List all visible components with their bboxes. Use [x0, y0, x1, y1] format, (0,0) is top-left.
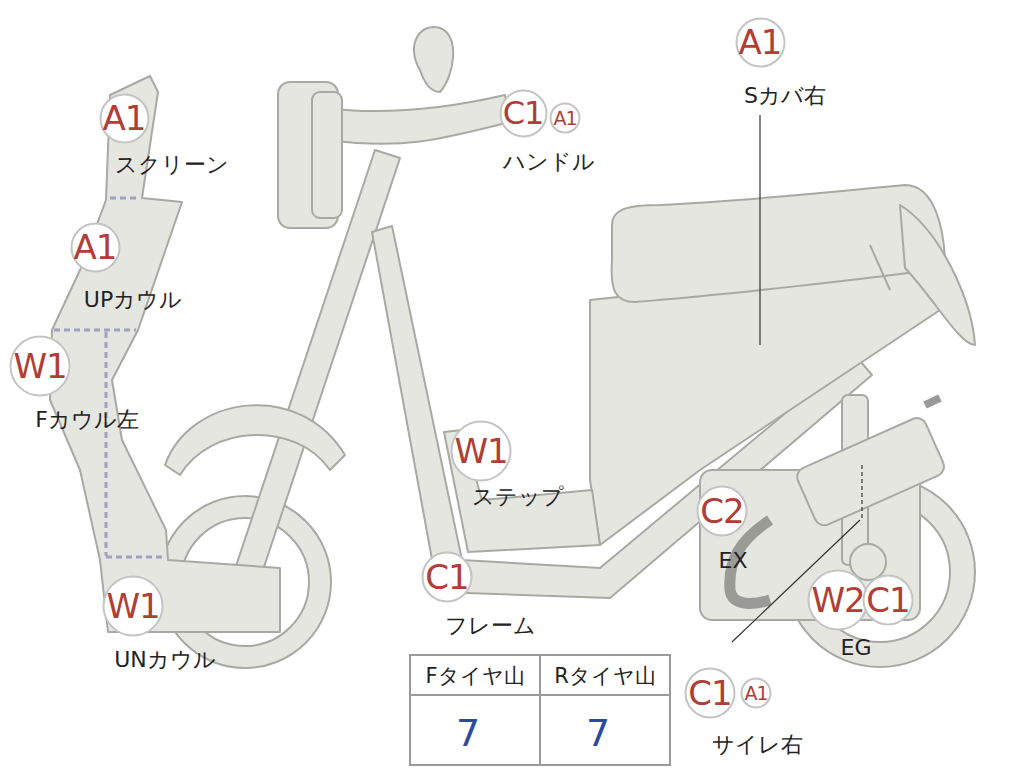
- part-name: EX: [719, 550, 748, 572]
- circle-shape: [736, 18, 784, 66]
- damage-code: W1: [13, 349, 66, 383]
- damage-code-circle: W1: [102, 575, 164, 637]
- side-cover: [590, 262, 955, 545]
- tread-table: [410, 655, 670, 765]
- damage-code-circle: W1: [9, 335, 71, 397]
- damage-code-circle: A1: [735, 17, 786, 68]
- mirror: [414, 27, 453, 92]
- damage-code: C1: [688, 676, 731, 710]
- section-divider: [105, 332, 108, 556]
- damage-code-circle: A1: [549, 102, 581, 134]
- circle-shape: [686, 669, 735, 718]
- section-divider: [54, 329, 136, 332]
- damage-code: W1: [454, 434, 507, 468]
- damage-code: W2: [811, 583, 864, 617]
- part-name: UNカウル: [114, 649, 216, 671]
- table-value: 7: [586, 714, 610, 752]
- part-name: サイレ右: [712, 734, 803, 756]
- damage-code-circle: C1: [421, 551, 473, 603]
- section-divider: [110, 197, 140, 200]
- damage-code: A1: [739, 25, 782, 59]
- part-name: EG: [841, 637, 872, 659]
- step-floor: [444, 430, 600, 552]
- headlight: [312, 92, 342, 218]
- circle-shape: [864, 576, 913, 625]
- damage-code-circle: C2: [696, 485, 748, 537]
- table-rule: [539, 655, 541, 765]
- part-name: ハンドル: [503, 151, 595, 173]
- part-name: ステップ: [472, 486, 564, 508]
- damage-code: C2: [700, 494, 743, 528]
- circle-shape: [104, 577, 163, 636]
- seat-seam: [870, 245, 890, 290]
- part-name: フレーム: [445, 615, 536, 637]
- table-header: Fタイヤ山: [425, 666, 524, 687]
- circle-shape: [11, 337, 70, 396]
- damage-code: A1: [744, 684, 767, 703]
- damage-code: C1: [425, 560, 468, 594]
- damage-code-circle: A1: [70, 222, 121, 273]
- circle-shape: [551, 104, 580, 133]
- table-value: 7: [456, 714, 480, 752]
- circle-shape: [423, 553, 472, 602]
- table-header: Rタイヤ山: [554, 666, 656, 687]
- damage-code-circle: A1: [740, 677, 772, 709]
- damage-code: A1: [74, 230, 117, 264]
- front-cowl: [50, 76, 280, 632]
- damage-code: W1: [106, 589, 159, 623]
- damage-code-circle: A1: [99, 93, 150, 144]
- damage-code-circle: W2: [807, 569, 869, 631]
- part-name: Sカバ右: [744, 85, 826, 107]
- damage-code-circle: W1: [450, 420, 512, 482]
- tail-cowl: [900, 205, 975, 345]
- front-fender: [165, 405, 345, 475]
- circle-shape: [100, 94, 148, 142]
- damage-code-circle: C1: [499, 89, 548, 138]
- damage-code: A1: [553, 109, 576, 128]
- leader-line: [759, 115, 760, 345]
- circle-shape: [500, 90, 546, 136]
- table-border: [410, 655, 670, 765]
- leader-line: [861, 465, 862, 520]
- handlebar: [325, 95, 510, 144]
- damage-code: C1: [866, 583, 909, 617]
- part-name: UPカウル: [84, 289, 182, 311]
- damage-code-circle: C1: [684, 667, 736, 719]
- seat: [612, 185, 945, 302]
- muffler-tip: [925, 398, 940, 405]
- circle-shape: [809, 571, 868, 630]
- shock-mount: [850, 544, 886, 580]
- part-name: Fカウル左: [35, 409, 139, 431]
- section-divider: [106, 556, 166, 559]
- circle-shape: [742, 679, 771, 708]
- part-name: スクリーン: [115, 154, 229, 176]
- circle-shape: [452, 422, 511, 481]
- damage-code-circle: C1: [862, 574, 914, 626]
- muffler: [794, 415, 947, 529]
- circle-shape: [698, 487, 747, 536]
- damage-code: C1: [503, 97, 544, 129]
- damage-code: A1: [103, 101, 146, 135]
- circle-shape: [71, 223, 119, 271]
